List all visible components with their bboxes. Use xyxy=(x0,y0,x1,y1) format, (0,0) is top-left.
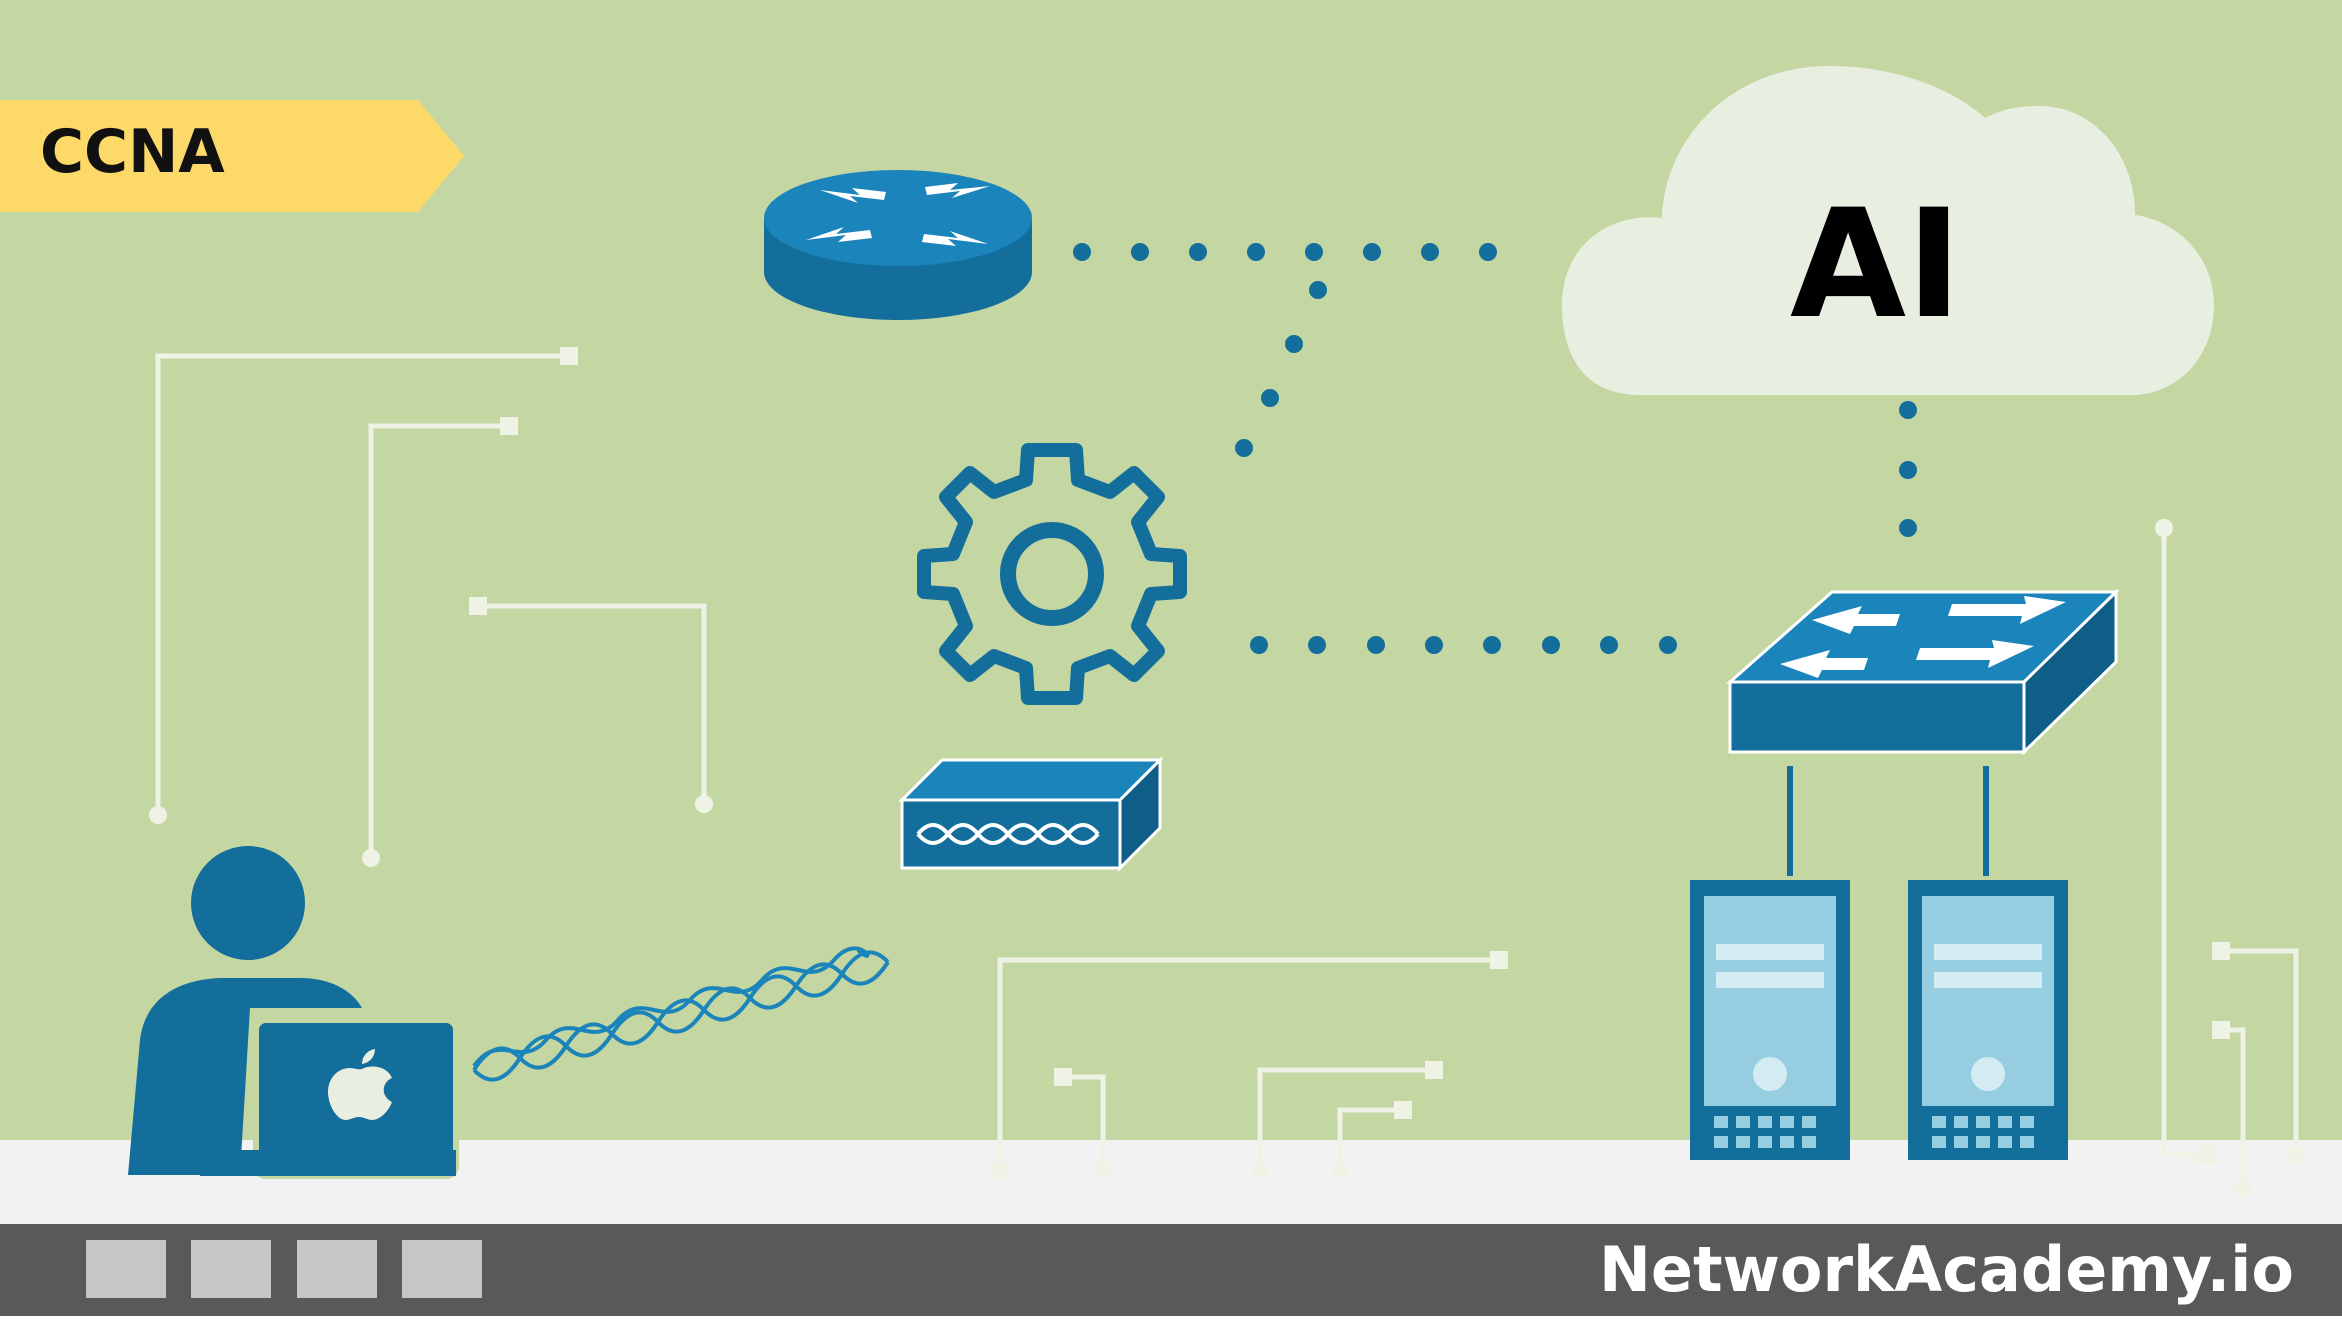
footer-bar xyxy=(0,1224,2342,1316)
ai-label: AI xyxy=(1790,178,1962,352)
switch-icon xyxy=(1726,588,2120,756)
server-links xyxy=(1787,766,1989,876)
brand-label: NetworkAcademy.io xyxy=(1599,1233,2294,1306)
footer-squares xyxy=(86,1240,482,1298)
router-icon xyxy=(764,170,1032,320)
circuit-lines xyxy=(155,353,2299,1188)
apple-logo-icon xyxy=(328,1049,392,1120)
gear-icon xyxy=(917,443,1187,705)
cloud-icon xyxy=(1562,66,2214,395)
server-icon xyxy=(1908,880,2068,1160)
circuit-terminals xyxy=(149,347,2305,1197)
wireless-signal-icon xyxy=(472,946,890,1082)
server-icon xyxy=(1690,880,1850,1160)
person-icon xyxy=(128,846,362,1175)
dotted-links xyxy=(1073,243,1917,654)
ccna-badge xyxy=(0,100,464,212)
wireless-access-point-icon xyxy=(898,756,1164,872)
ccna-label: CCNA xyxy=(40,117,225,187)
